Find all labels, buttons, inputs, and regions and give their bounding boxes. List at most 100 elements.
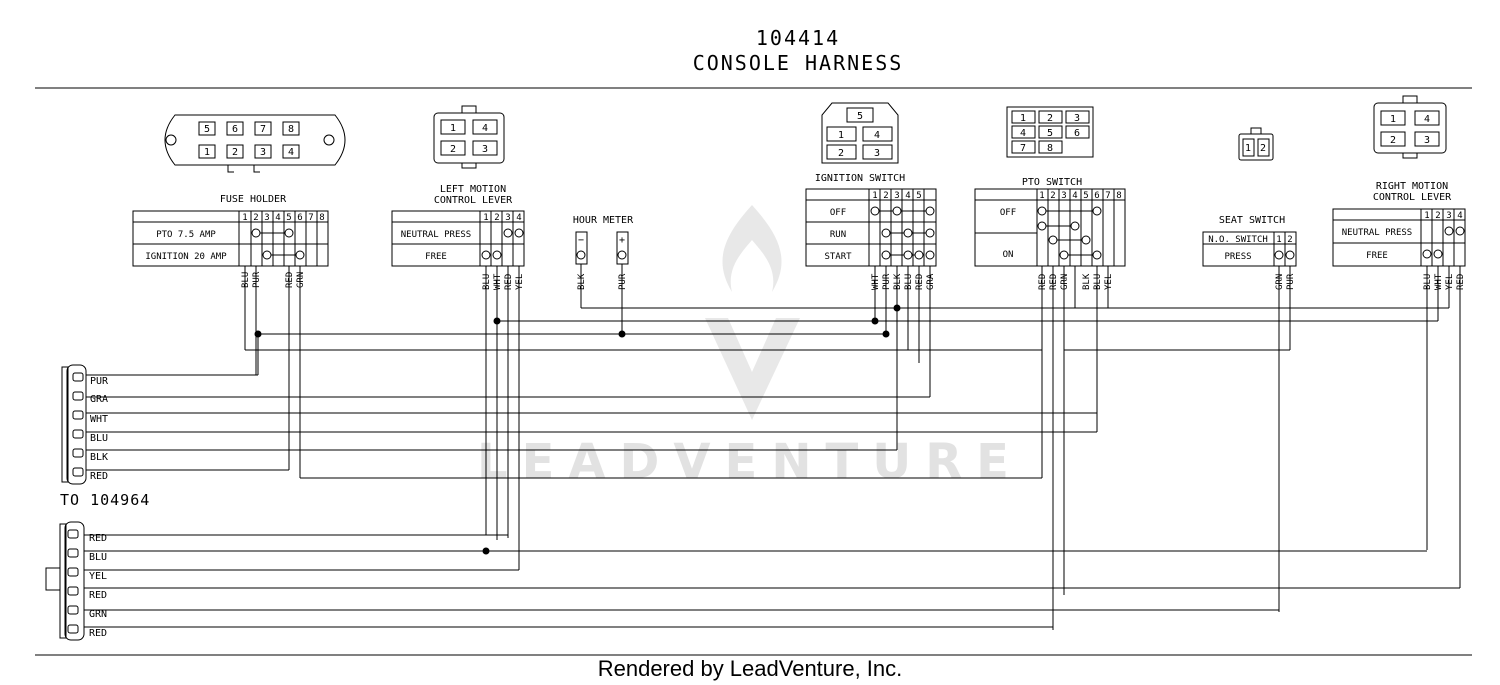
ign-pin-3: 3	[874, 148, 880, 159]
conn-a-wire-pur: PUR	[90, 376, 109, 387]
seat-col-1: 1	[1276, 235, 1281, 245]
fuse-pin-7: 7	[260, 124, 266, 135]
ign-col-1: 1	[872, 191, 877, 201]
fuse-pin-3: 3	[260, 147, 266, 158]
conn-a-wire-gra: GRA	[90, 394, 108, 405]
conn-b-wire-red-3: RED	[89, 628, 107, 639]
fuse-row-ignition: IGNITION 20 AMP	[145, 252, 227, 262]
fuse-col-3: 3	[264, 213, 269, 223]
left-col-3: 3	[505, 213, 510, 223]
ign-pin-5: 5	[857, 111, 863, 122]
pto-pin-3: 3	[1074, 113, 1080, 124]
fuse-wire-pur: PUR	[252, 271, 262, 288]
pto-col-8: 8	[1116, 191, 1121, 201]
seat-row-press: PRESS	[1224, 252, 1251, 262]
left-motion-control-lever: 1 4 2 3 LEFT MOTION CONTROL LEVER 1 2 3 …	[391, 105, 525, 570]
conn-b-wire-red-1: RED	[89, 533, 107, 544]
fuse-col-4: 4	[275, 213, 280, 223]
connector-a-destination: TO 104964	[60, 491, 150, 509]
ign-wire-pur: PUR	[882, 273, 892, 290]
pto-col-2: 2	[1050, 191, 1055, 201]
left-motion-label-2: CONTROL LEVER	[434, 195, 513, 206]
ignition-switch: 5 1 4 2 3 IGNITION SWITCH 1 2 3 4 5 OFF …	[805, 102, 937, 397]
left-pin-3: 3	[482, 144, 488, 155]
hour-meter-label: HOUR METER	[573, 215, 634, 226]
watermark-text: LEADVENTURE	[477, 434, 1023, 490]
seat-switch: 1 2 SEAT SWITCH N.O. SWITCH 1 2 PRESS GR…	[1202, 127, 1297, 612]
pto-switch: 1 2 3 4 5 6 7 8 PTO SWITCH 1 2 3 4 5 6 7…	[974, 106, 1126, 630]
conn-b-wire-grn: GRN	[89, 609, 107, 620]
diagram-title: CONSOLE HARNESS	[693, 51, 904, 75]
ign-pin-2: 2	[838, 148, 844, 159]
fuse-pin-4: 4	[288, 147, 294, 158]
fuse-wire-red: RED	[285, 272, 295, 288]
conn-a-wire-blk: BLK	[90, 452, 108, 463]
watermark-logo	[705, 205, 800, 420]
ign-wire-gra: GRA	[926, 273, 936, 290]
pto-wire-grn: GRN	[1060, 274, 1070, 290]
pto-col-6: 6	[1094, 191, 1099, 201]
right-col-2: 2	[1435, 211, 1440, 221]
pto-row-off: OFF	[1000, 208, 1016, 218]
pto-col-7: 7	[1105, 191, 1110, 201]
fuse-pin-2: 2	[232, 147, 238, 158]
conn-a-wire-red: RED	[90, 471, 108, 482]
seat-col-2: 2	[1287, 235, 1292, 245]
ign-col-3: 3	[894, 191, 899, 201]
right-row-free: FREE	[1366, 251, 1388, 261]
pto-pin-8: 8	[1047, 143, 1053, 154]
ign-wire-red: RED	[915, 274, 925, 290]
left-wire-yel: YEL	[515, 274, 525, 290]
connector-a: PUR GRA WHT BLU BLK RED TO 104964	[60, 308, 1097, 509]
ign-col-5: 5	[916, 191, 921, 201]
pto-switch-label: PTO SWITCH	[1022, 177, 1082, 188]
part-number: 104414	[756, 26, 840, 50]
conn-a-wire-blu: BLU	[90, 433, 108, 444]
fuse-wire-grn: GRN	[296, 272, 306, 288]
left-pin-2: 2	[450, 144, 456, 155]
pto-wire-yel: YEL	[1104, 274, 1114, 290]
fuse-col-6: 6	[297, 213, 302, 223]
ign-wire-blk: BLK	[893, 273, 903, 290]
ignition-label: IGNITION SWITCH	[815, 173, 905, 184]
right-pin-2: 2	[1390, 135, 1396, 146]
junction-dots	[254, 304, 901, 555]
right-col-1: 1	[1424, 211, 1429, 221]
ign-pin-1: 1	[838, 130, 844, 141]
fuse-pin-5: 5	[204, 124, 210, 135]
conn-b-wire-yel: YEL	[89, 571, 107, 582]
bus-wires	[245, 307, 1449, 351]
pto-wire-red-1: RED	[1038, 274, 1048, 290]
right-pin-4: 4	[1424, 114, 1430, 125]
hour-meter-pos: +	[619, 235, 625, 246]
seat-wire-grn: GRN	[1275, 274, 1285, 290]
left-wire-wht: WHT	[493, 273, 503, 290]
ign-row-run: RUN	[830, 230, 846, 240]
pto-wire-blu: BLU	[1093, 274, 1103, 290]
fuse-col-5: 5	[286, 213, 291, 223]
right-wire-yel: YEL	[1445, 274, 1455, 290]
seat-pin-2: 2	[1260, 143, 1266, 154]
pto-wire-red-2: RED	[1049, 274, 1059, 290]
hour-meter-neg: −	[578, 235, 584, 246]
fuse-pin-6: 6	[232, 124, 238, 135]
fuse-pin-1: 1	[204, 147, 210, 158]
right-wire-blu: BLU	[1423, 274, 1433, 290]
right-pin-3: 3	[1424, 135, 1430, 146]
left-wire-red: RED	[504, 274, 514, 290]
fuse-col-8: 8	[319, 213, 324, 223]
footer-credit: Rendered by LeadVenture, Inc.	[598, 656, 903, 681]
left-wire-blu: BLU	[482, 274, 492, 290]
pto-pin-7: 7	[1020, 143, 1026, 154]
ign-row-start: START	[824, 252, 852, 262]
fuse-col-2: 2	[253, 213, 258, 223]
fuse-holder-label: FUSE HOLDER	[220, 194, 287, 205]
pto-pin-4: 4	[1020, 128, 1026, 139]
fuse-col-1: 1	[242, 213, 247, 223]
fuse-pin-8: 8	[288, 124, 294, 135]
ign-row-off: OFF	[830, 208, 846, 218]
left-row-neutral: NEUTRAL PRESS	[401, 230, 471, 240]
left-pin-1: 1	[450, 123, 456, 134]
fuse-row-pto: PTO 7.5 AMP	[156, 230, 216, 240]
pto-col-1: 1	[1039, 191, 1044, 201]
